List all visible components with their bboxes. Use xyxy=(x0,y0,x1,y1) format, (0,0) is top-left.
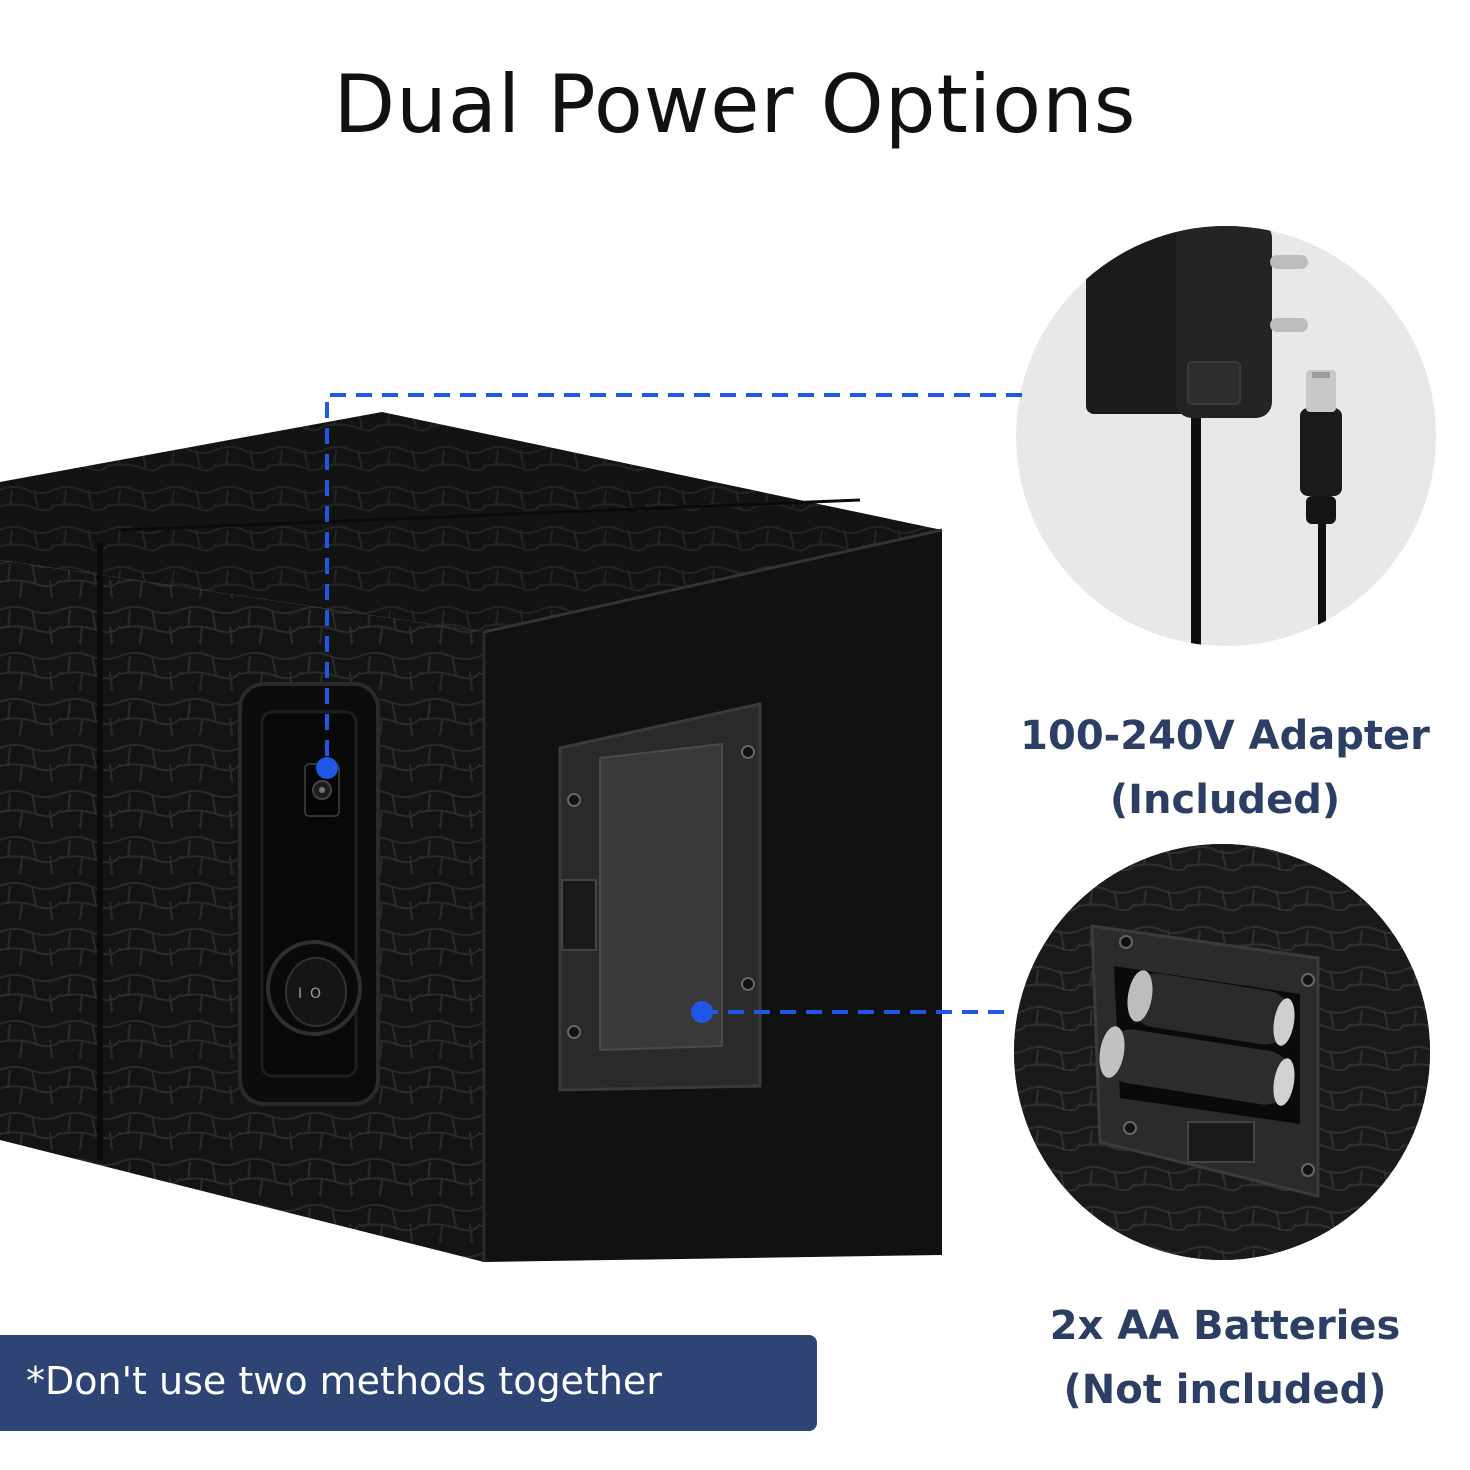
box-top-face xyxy=(0,412,942,632)
adapter-connector-line xyxy=(316,393,1022,779)
rocker-switch: I O xyxy=(266,940,362,1036)
warning-banner: *Don't use two methods together xyxy=(0,1335,817,1431)
watch-winder-box: I O xyxy=(0,412,943,1262)
battery-connector-line xyxy=(691,1001,1012,1023)
adapter-label-line2: (Included) xyxy=(1109,777,1341,823)
adapter-callout xyxy=(1016,226,1436,646)
battery-label-line1: 2x AA Batteries xyxy=(1049,1303,1401,1349)
power-adapter-icon xyxy=(1086,226,1342,646)
battery-connector-dot xyxy=(691,1001,713,1023)
battery-compartment xyxy=(558,702,762,1092)
adapter-label: 100-240V Adapter (Included) xyxy=(1010,704,1440,832)
battery-label: 2x AA Batteries (Not included) xyxy=(1010,1294,1440,1422)
adapter-connector-dot xyxy=(316,757,338,779)
battery-label-line2: (Not included) xyxy=(1063,1367,1387,1413)
battery-callout xyxy=(1014,844,1430,1260)
aa-batteries-icon xyxy=(1014,844,1430,1260)
switch-off-mark: O xyxy=(310,986,321,1002)
adapter-label-line1: 100-240V Adapter xyxy=(1020,713,1430,759)
screw-icon xyxy=(567,745,755,1039)
power-panel: I O xyxy=(238,682,380,1106)
page-title: Dual Power Options xyxy=(333,58,1137,151)
switch-on-mark: I xyxy=(298,986,302,1002)
